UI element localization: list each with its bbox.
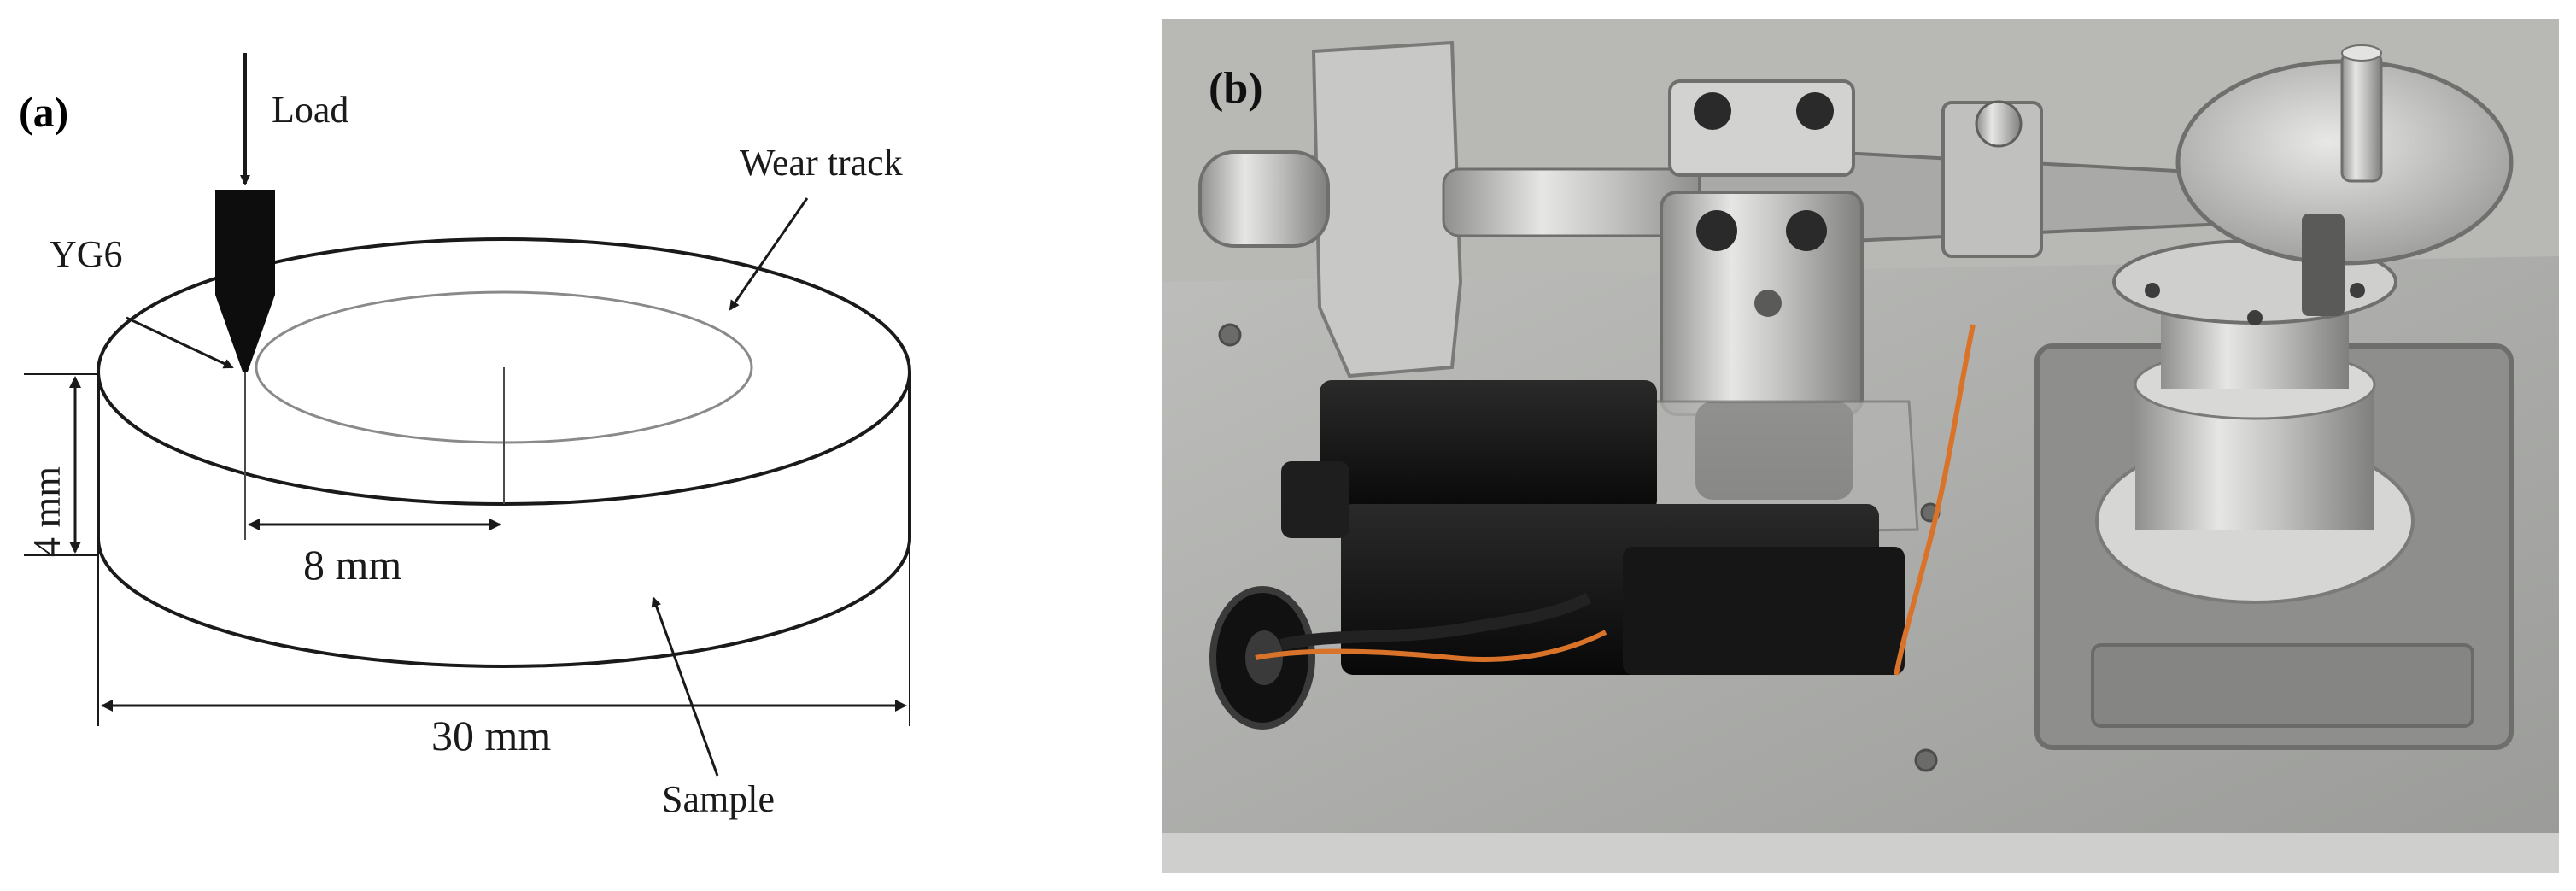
cable-black [1279, 592, 1592, 651]
pillar-bolt-hole [1694, 92, 1731, 130]
flange-screw [2350, 283, 2365, 298]
weight-rod [2340, 51, 2383, 183]
plate-recess-inner [2091, 643, 2474, 728]
pillar-bolt-hole [1786, 210, 1827, 251]
weight-rod-top [2341, 44, 2382, 62]
left-bracket [1311, 40, 1463, 378]
base-plate-edge [1162, 833, 2559, 873]
load-label: Load [272, 89, 348, 131]
wear-track-label: Wear track [740, 142, 903, 184]
motor-gearbox [1623, 547, 1905, 675]
panel-a-schematic: (a) Load YG6 Wear track 4 mm 8 mm 3 [19, 53, 911, 820]
panel-b-photo: (b) [1162, 19, 2559, 873]
pillar-bolt-hole [1696, 210, 1737, 251]
pillar-bolt-hole [1796, 92, 1834, 130]
diameter-label: 30 mm [431, 712, 551, 759]
motor-connector [1281, 461, 1349, 538]
pillar-top-cap [1668, 79, 1855, 177]
wire-left [1255, 630, 1607, 662]
indenter-holder [2302, 214, 2345, 316]
radius-label: 8 mm [303, 541, 401, 589]
pillar-screw [1754, 290, 1782, 317]
plate-screw [1218, 323, 1242, 347]
ring-sample [97, 237, 911, 668]
flange-screw [2145, 283, 2160, 298]
flange-screw [2247, 310, 2263, 325]
yg6-indenter [215, 190, 275, 372]
panel-b-tag: (b) [1209, 64, 1263, 113]
yg6-pointer [126, 316, 234, 369]
panel-a-tag: (a) [19, 88, 68, 136]
sample-label: Sample [662, 778, 775, 820]
arm-clamp-screw [1975, 100, 2023, 148]
sample-pointer [651, 596, 719, 777]
wear-track-pointer [729, 197, 809, 311]
height-label: 4 mm [25, 466, 68, 557]
motor-top [1320, 380, 1657, 513]
left-knob [1198, 150, 1330, 248]
yg6-label: YG6 [50, 233, 123, 275]
wire-right [1894, 324, 1976, 676]
plate-screw [1914, 748, 1938, 772]
disc-spindle [2095, 44, 2514, 604]
